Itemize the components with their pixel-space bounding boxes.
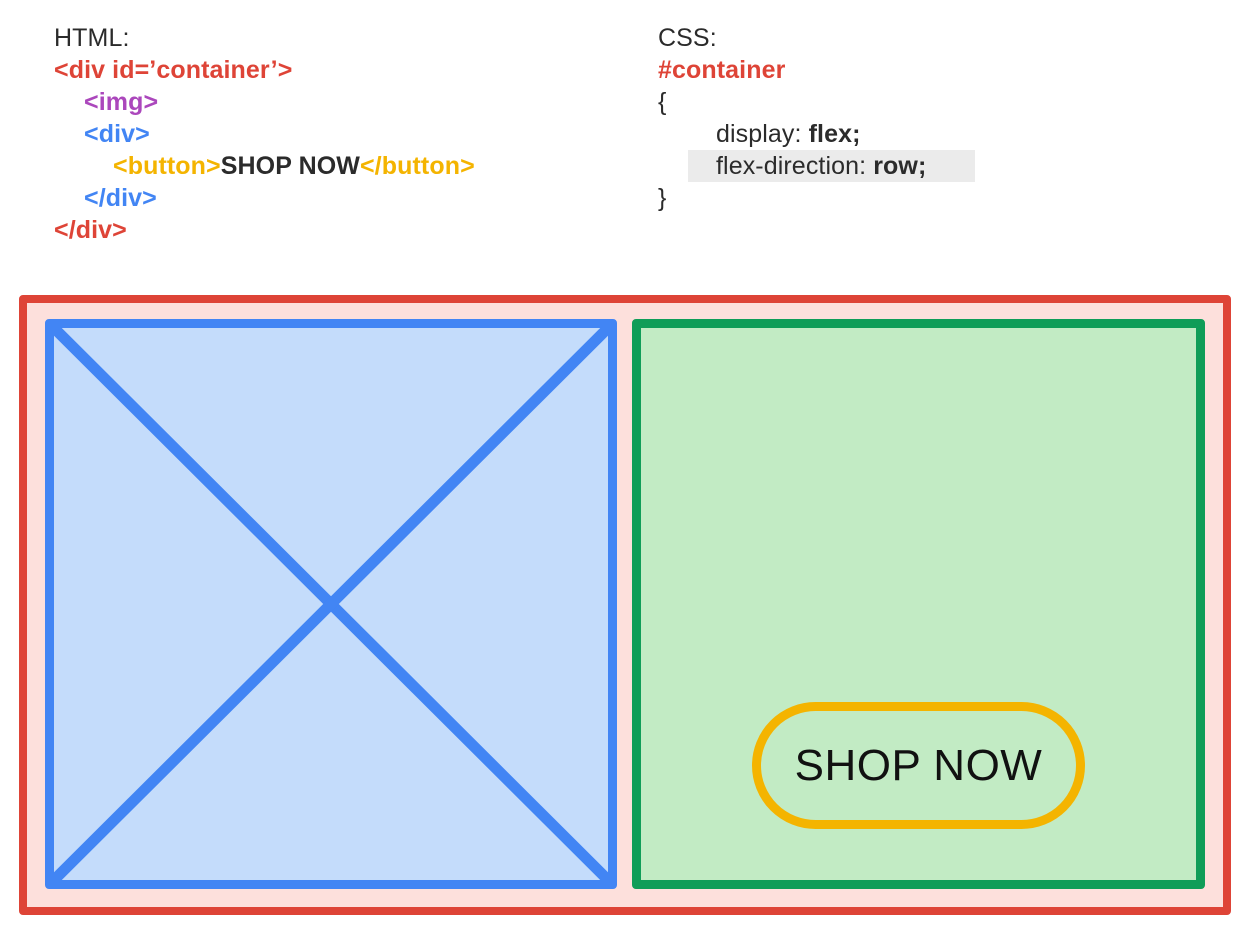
- css-highlight: flex-direction: row;: [688, 150, 975, 182]
- css-prop-display-value: flex;: [808, 120, 861, 148]
- html-button-text: SHOP NOW: [220, 152, 360, 180]
- css-close-brace: }: [658, 184, 667, 212]
- css-prop-display: display: flex;: [658, 118, 1218, 150]
- css-heading: CSS:: [658, 24, 717, 52]
- html-line-div-open: <div>: [84, 120, 150, 148]
- div-box: [632, 319, 1205, 889]
- html-line-button: <button>SHOP NOW</button>: [54, 150, 614, 182]
- img-box: [45, 319, 617, 889]
- html-line-container-open: <div id=’container’>: [54, 56, 293, 84]
- css-prop-display-name: display:: [716, 120, 809, 148]
- css-selector: #container: [658, 56, 786, 84]
- html-button-open-tag: <button>: [113, 152, 221, 180]
- image-placeholder-icon: [54, 328, 608, 880]
- html-line-container-close: </div>: [54, 216, 127, 244]
- html-button-close-tag: </button>: [359, 152, 475, 180]
- css-prop-flex-direction-value: row;: [873, 152, 927, 180]
- css-open-brace: {: [658, 88, 667, 116]
- css-prop-flex-direction-row: flex-direction: row;: [658, 150, 1218, 182]
- shop-now-button[interactable]: SHOP NOW: [752, 702, 1085, 829]
- css-code-panel: CSS: #container { display: flex; flex-di…: [658, 22, 1218, 214]
- html-code-panel: HTML: <div id=’container’> <img> <div> <…: [54, 22, 614, 246]
- css-prop-flex-direction-name: flex-direction:: [716, 152, 874, 180]
- html-line-div-close: </div>: [84, 184, 157, 212]
- html-heading: HTML:: [54, 24, 130, 52]
- html-line-img: <img>: [84, 88, 159, 116]
